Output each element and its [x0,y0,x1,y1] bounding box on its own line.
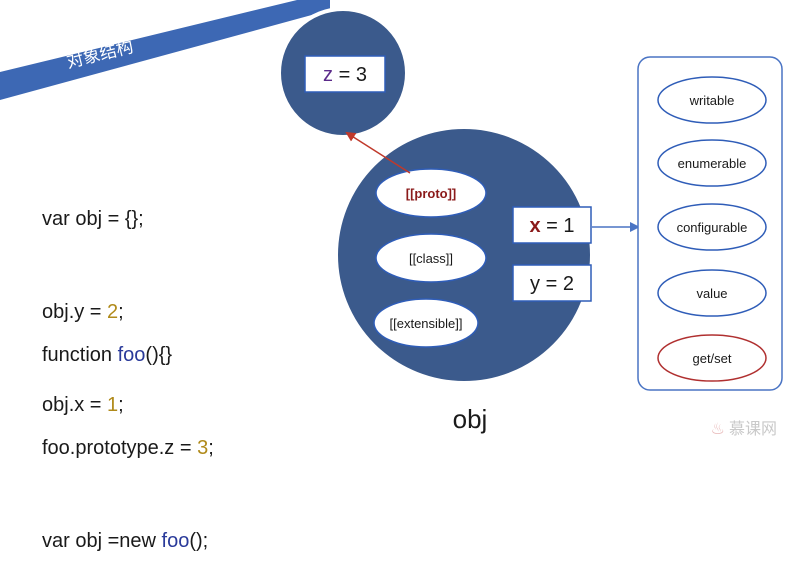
attr-getset-label: get/set [692,351,731,366]
obj-label: obj [453,404,488,434]
prototype-object: z = 3 [277,7,409,139]
constructor-code: function foo(){} foo.prototype.z = 3; va… [42,278,214,588]
attr-writable [657,76,767,124]
property-x-key: x [529,215,540,237]
prototype-z-box [304,55,386,93]
obj-object: [[proto]] [[class]] [[extensible]] x = 1… [334,125,594,385]
property-y-label: y = 2 [530,273,574,295]
attr-configurable-label: configurable [677,220,748,235]
code-line: function foo(){} [42,344,173,366]
object-literal-code: var obj = {}; obj.y = 2; obj.x = 1; [42,142,144,452]
svg-text:x = 1: x = 1 [529,215,574,237]
code-line: var obj = {}; [42,208,144,230]
property-x-value: = 1 [541,215,575,237]
attr-value-label: value [696,286,727,301]
slot-proto [375,168,487,218]
flame-logo-icon: ♨ [710,419,725,438]
code-line: var obj =new foo(); [42,530,209,552]
attr-enumerable [657,139,767,187]
proto-arrow [345,131,411,174]
watermark-text: 慕课网 [728,419,777,438]
slot-class-label: [[class]] [409,251,453,266]
code-line: obj.y = 2; [42,301,124,323]
prototype-z-key: z [323,64,333,86]
object-structure-diagram: 对象结构 z = 3 [[proto]] [[class]] [[extensi… [0,0,783,434]
attr-getset [657,334,767,382]
property-attributes-panel: writable enumerable configurable value g… [637,56,783,391]
svg-text:z = 3: z = 3 [323,64,367,86]
attr-enumerable-label: enumerable [678,156,747,171]
attr-writable-label: writable [689,93,735,108]
code-line: foo.prototype.z = 3; [42,437,214,459]
attr-value [657,269,767,317]
attr-configurable [657,203,767,251]
slot-class [375,233,487,283]
property-y-box [512,264,592,302]
watermark: ♨慕课网 [711,415,777,439]
slot-extensible [373,298,479,348]
slot-extensible-label: [[extensible]] [390,316,463,331]
code-line: obj.x = 1; [42,394,124,416]
slot-proto-label: [[proto]] [406,186,457,201]
property-x-box [512,206,592,244]
prototype-z-value: = 3 [333,64,367,86]
